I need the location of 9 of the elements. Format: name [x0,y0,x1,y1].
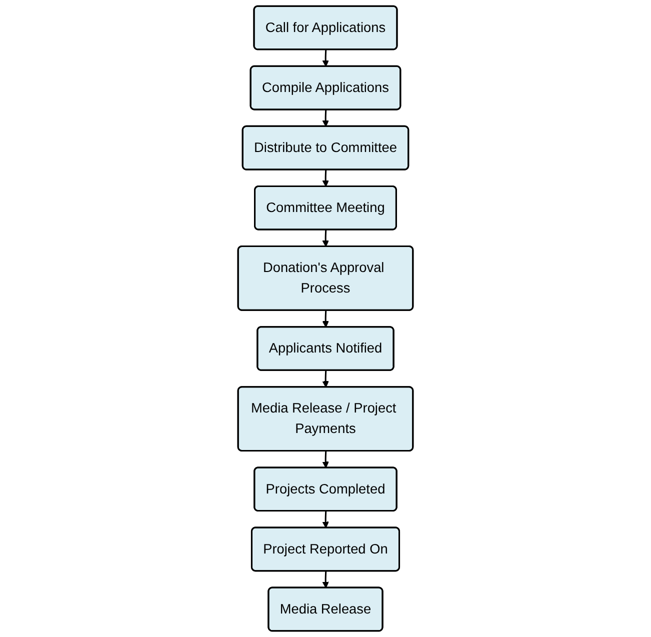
arrow [322,511,329,528]
arrow [322,571,329,588]
arrow [322,230,329,247]
arrow [322,110,329,127]
arrow [322,50,329,67]
arrow [322,451,329,468]
arrow [322,310,329,328]
arrow [322,370,329,388]
arrow [322,170,329,187]
